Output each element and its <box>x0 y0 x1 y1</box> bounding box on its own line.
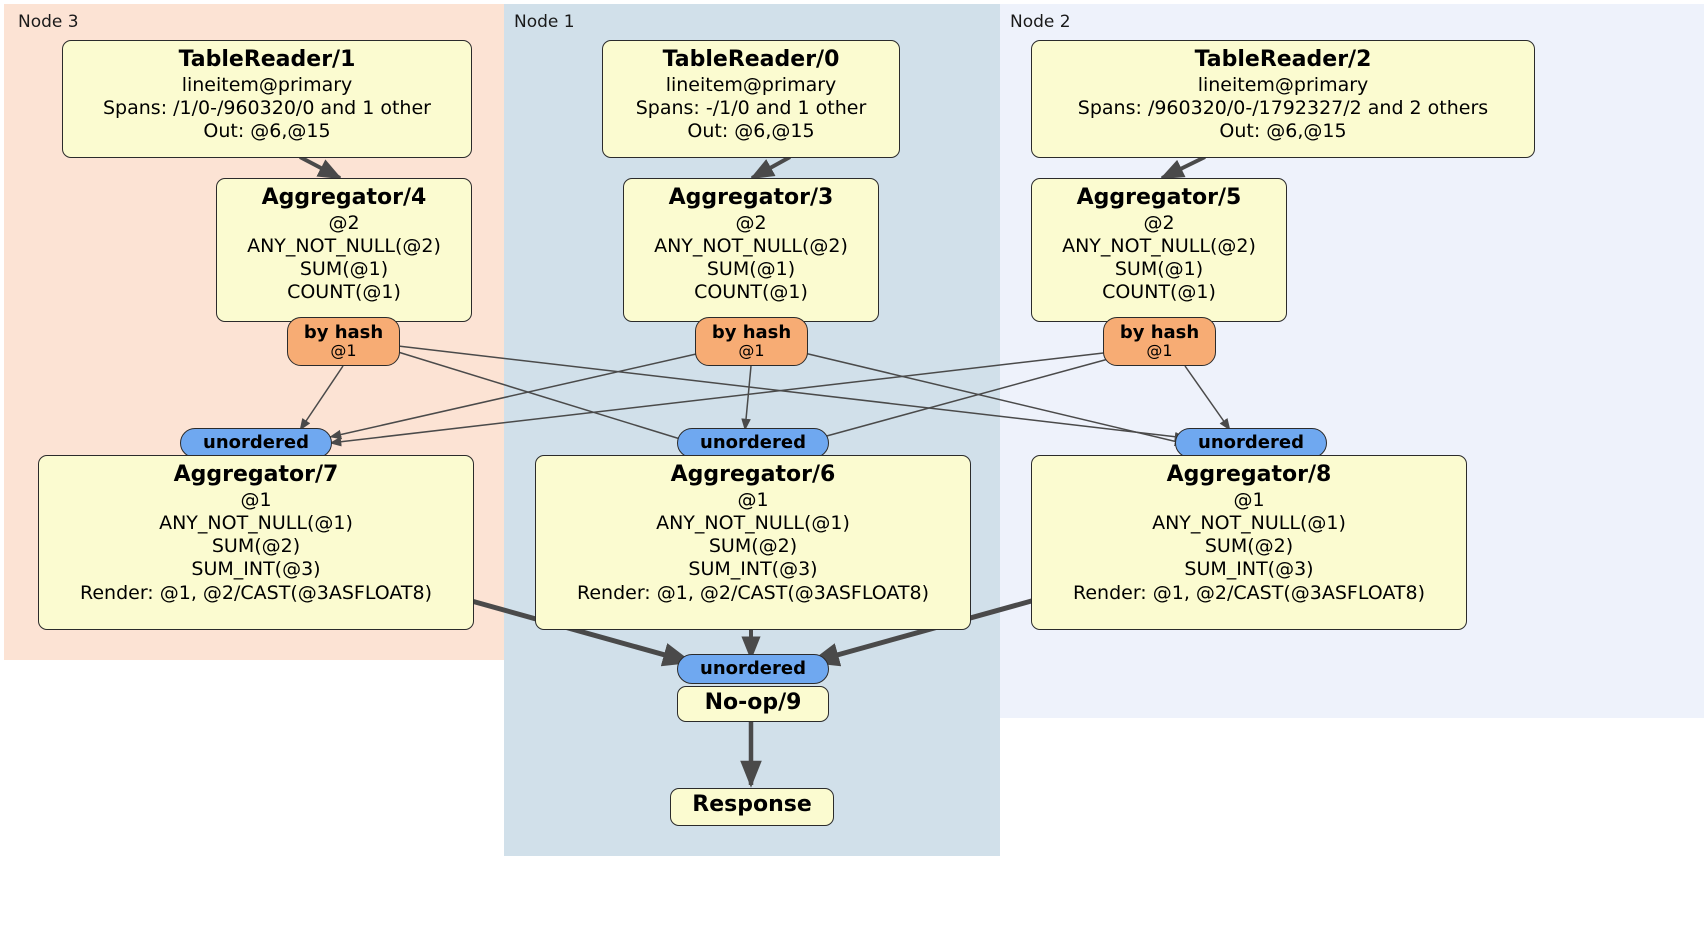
processor-line: SUM(@1) <box>706 258 796 281</box>
sync-kind-label: unordered <box>1198 432 1304 453</box>
processor-line: @1 <box>240 488 272 511</box>
processor-title: Aggregator/4 <box>261 185 427 210</box>
router-kind-label: by hash <box>1119 321 1200 343</box>
input-sync-unordered-final[interactable]: unordered <box>677 654 829 684</box>
input-sync-unordered-right[interactable]: unordered <box>1175 428 1327 458</box>
processor-aggregator-7[interactable]: Aggregator/7 @1 ANY_NOT_NULL(@1) SUM(@2)… <box>38 455 474 630</box>
processor-line: COUNT(@1) <box>1102 281 1216 304</box>
node-label-node2: Node 2 <box>1010 12 1071 32</box>
processor-line: @1 <box>737 488 769 511</box>
input-sync-unordered-left[interactable]: unordered <box>180 428 332 458</box>
input-sync-unordered-mid[interactable]: unordered <box>677 428 829 458</box>
processor-line: SUM(@2) <box>1204 535 1294 558</box>
processor-line: Render: @1, @2/CAST(@3ASFLOAT8) <box>80 581 432 604</box>
processor-line: @1 <box>1233 488 1265 511</box>
processor-line: ANY_NOT_NULL(@2) <box>654 235 848 257</box>
processor-line: SUM(@1) <box>1114 258 1204 281</box>
router-kind-label: by hash <box>303 321 384 343</box>
processor-title: No-op/9 <box>704 690 802 715</box>
processor-line: @2 <box>1143 211 1175 234</box>
processor-title: TableReader/1 <box>178 47 356 72</box>
processor-tablereader-2[interactable]: TableReader/2 lineitem@primary Spans: /9… <box>1031 40 1535 158</box>
router-kind-label: by hash <box>711 321 792 343</box>
processor-tablereader-0[interactable]: TableReader/0 lineitem@primary Spans: -/… <box>602 40 900 158</box>
processor-line: ANY_NOT_NULL(@1) <box>1152 512 1346 534</box>
processor-line: lineitem@primary <box>1197 73 1369 96</box>
processor-title: Aggregator/3 <box>668 185 834 210</box>
processor-line: lineitem@primary <box>665 73 837 96</box>
processor-line: @2 <box>328 211 360 234</box>
output-router-by-hash-mid[interactable]: by hash @1 <box>695 317 808 366</box>
processor-title: TableReader/2 <box>1194 47 1372 72</box>
processor-line: SUM(@2) <box>211 535 301 558</box>
processor-line: SUM_INT(@3) <box>191 558 321 581</box>
processor-line: ANY_NOT_NULL(@1) <box>656 512 850 534</box>
processor-line: ANY_NOT_NULL(@2) <box>247 235 441 257</box>
processor-aggregator-5[interactable]: Aggregator/5 @2 ANY_NOT_NULL(@2) SUM(@1)… <box>1031 178 1287 322</box>
node-label-node1: Node 1 <box>514 12 575 32</box>
processor-title: Response <box>692 792 812 817</box>
processor-title: Aggregator/7 <box>173 462 339 487</box>
router-column-label: @1 <box>1146 340 1173 360</box>
sync-kind-label: unordered <box>700 658 806 679</box>
processor-aggregator-3[interactable]: Aggregator/3 @2 ANY_NOT_NULL(@2) SUM(@1)… <box>623 178 879 322</box>
processor-line: COUNT(@1) <box>694 281 808 304</box>
processor-line: lineitem@primary <box>181 73 353 96</box>
processor-tablereader-1[interactable]: TableReader/1 lineitem@primary Spans: /1… <box>62 40 472 158</box>
processor-response[interactable]: Response <box>670 788 834 826</box>
processor-line: COUNT(@1) <box>287 281 401 304</box>
node-label-node3: Node 3 <box>18 12 79 32</box>
processor-line: SUM_INT(@3) <box>688 558 818 581</box>
processor-line: Out: @6,@15 <box>203 120 331 143</box>
processor-line: ANY_NOT_NULL(@1) <box>159 512 353 534</box>
processor-line: @2 <box>735 211 767 234</box>
processor-aggregator-8[interactable]: Aggregator/8 @1 ANY_NOT_NULL(@1) SUM(@2)… <box>1031 455 1467 630</box>
output-router-by-hash-right[interactable]: by hash @1 <box>1103 317 1216 366</box>
processor-title: Aggregator/6 <box>670 462 836 487</box>
sync-kind-label: unordered <box>700 432 806 453</box>
processor-line: Out: @6,@15 <box>687 120 815 143</box>
processor-line: Spans: /960320/0-/1792327/2 and 2 others <box>1077 97 1489 119</box>
sync-kind-label: unordered <box>203 432 309 453</box>
router-column-label: @1 <box>738 340 765 360</box>
processor-line: Spans: -/1/0 and 1 other <box>635 97 867 119</box>
processor-noop-9[interactable]: No-op/9 <box>677 686 829 722</box>
processor-line: SUM(@1) <box>299 258 389 281</box>
processor-line: Out: @6,@15 <box>1219 120 1347 143</box>
processor-aggregator-4[interactable]: Aggregator/4 @2 ANY_NOT_NULL(@2) SUM(@1)… <box>216 178 472 322</box>
processor-title: Aggregator/8 <box>1166 462 1332 487</box>
processor-line: Render: @1, @2/CAST(@3ASFLOAT8) <box>1073 581 1425 604</box>
processor-line: SUM_INT(@3) <box>1184 558 1314 581</box>
processor-title: TableReader/0 <box>662 47 840 72</box>
processor-title: Aggregator/5 <box>1076 185 1242 210</box>
processor-line: SUM(@2) <box>708 535 798 558</box>
processor-line: Spans: /1/0-/960320/0 and 1 other <box>103 97 431 119</box>
router-column-label: @1 <box>330 340 357 360</box>
processor-aggregator-6[interactable]: Aggregator/6 @1 ANY_NOT_NULL(@1) SUM(@2)… <box>535 455 971 630</box>
output-router-by-hash-left[interactable]: by hash @1 <box>287 317 400 366</box>
processor-line: Render: @1, @2/CAST(@3ASFLOAT8) <box>577 581 929 604</box>
processor-line: ANY_NOT_NULL(@2) <box>1062 235 1256 257</box>
